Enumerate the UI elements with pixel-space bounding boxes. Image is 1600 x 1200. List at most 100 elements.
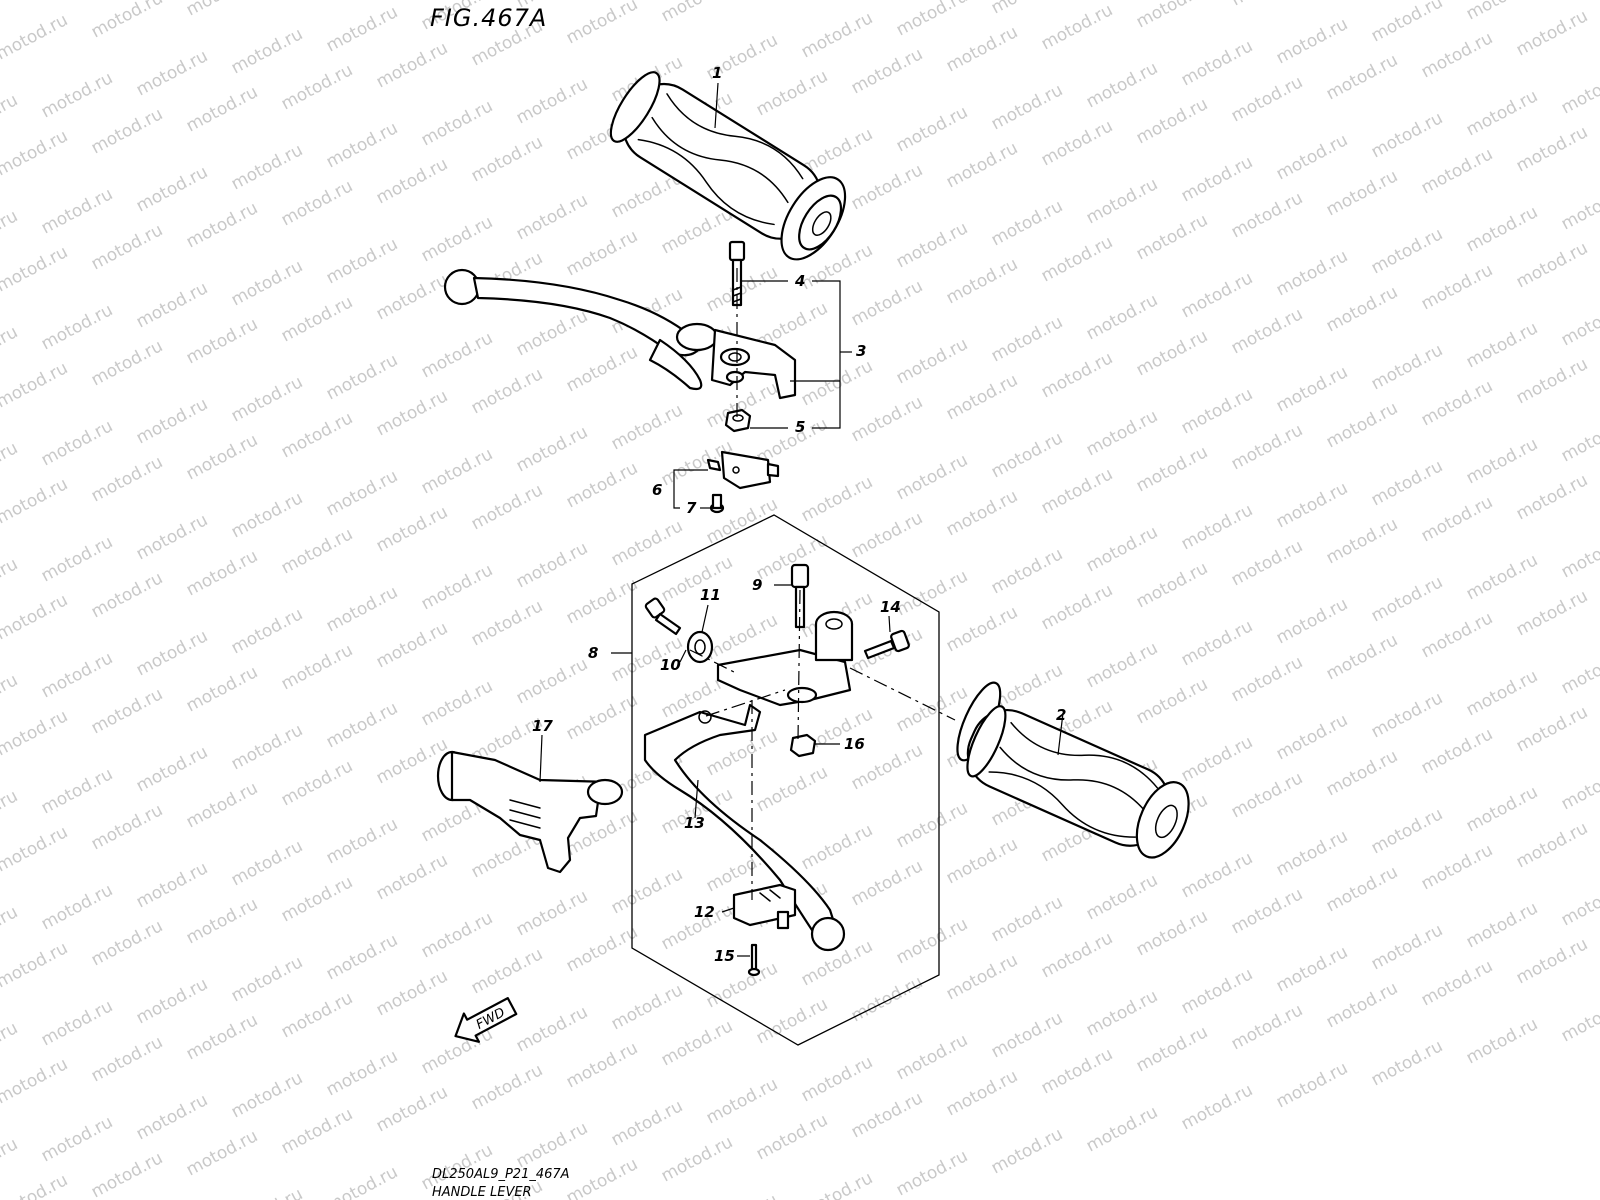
callout-5: 5 [795,418,805,436]
callout-16: 16 [844,735,865,753]
watermark-text: motod.ru [88,336,166,390]
watermark-text: motod.ru [183,778,261,832]
watermark-text: motod.ru [183,82,261,136]
watermark-text: motod.ru [1513,122,1591,176]
watermark-text: motod.ru [1418,260,1496,314]
watermark-text: motod.ru [943,22,1021,76]
part-1-throttle-grip [609,71,847,261]
watermark-text: motod.ru [133,278,211,332]
callout-6: 6 [652,481,662,499]
watermark-text: motod.ru [1133,326,1211,380]
watermark-text: motod.ru [513,1118,591,1172]
watermark-text: motod.ru [1323,50,1401,104]
watermark-text: motod.ru [798,472,876,526]
callout-11: 11 [700,586,721,604]
watermark-text: motod.ru [0,322,21,376]
watermark-text: motod.ru [1178,616,1256,670]
watermark-text: motod.ru [563,1038,641,1092]
watermark-text: motod.ru [1323,862,1401,916]
watermark-text: motod.ru [753,66,831,120]
watermark-text: motod.ru [1418,840,1496,894]
watermark-text: motod.ru [1368,688,1446,742]
watermark-text: motod.ru [183,1010,261,1064]
watermark-text: motod.ru [848,160,926,214]
watermark-text: motod.ru [1133,906,1211,960]
watermark-text: motod.ru [468,132,546,186]
watermark-text: motod.ru [1228,72,1306,126]
watermark-text: motod.ru [1228,0,1306,10]
watermark-text: motod.ru [753,0,831,4]
watermark-text: motod.ru [183,662,261,716]
watermark-text: motod.ru [1323,746,1401,800]
watermark-text: motod.ru [1513,586,1591,640]
watermark-text: motod.ru [38,1112,116,1166]
watermark-text: motod.ru [0,438,21,492]
watermark-text: motod.ru [183,198,261,252]
watermark-text: motod.ru [133,1090,211,1144]
watermark-text: motod.ru [988,892,1066,946]
watermark-text: motod.ru [0,590,71,644]
assembly-line-grip [849,667,956,721]
watermark-text: motod.ru [228,488,306,542]
part-17-cover [436,750,624,874]
watermark-text: motod.ru [608,516,686,570]
watermark-text: motod.ru [1463,550,1541,604]
watermark-text: motod.ru [893,334,971,388]
part-6-switch [706,450,780,490]
part-15-screw [747,943,761,977]
watermark-text: motod.ru [1273,826,1351,880]
watermark-text: motod.ru [323,118,401,172]
watermark-text: motod.ru [1038,928,1116,982]
watermark-text: motod.ru [1178,268,1256,322]
watermark-text: motod.ru [893,914,971,968]
part-7-screw [709,493,725,514]
watermark-text: motod.ru [848,508,926,562]
watermark-text: motod.ru [1463,0,1541,24]
watermark-text: motod.ru [38,532,116,586]
watermark-text: motod.ru [323,1162,401,1200]
watermark-text: motod.ru [893,1146,971,1200]
watermark-text: motod.ru [38,880,116,934]
watermark-text: motod.ru [373,38,451,92]
watermark-text: motod.ru [278,524,356,578]
watermark-text: motod.ru [278,872,356,926]
watermark-text: motod.ru [563,0,641,48]
watermark-text: motod.ru [468,480,546,534]
callout-15: 15 [714,947,735,965]
watermark-text: motod.ru [0,554,21,608]
watermark-text: motod.ru [1463,898,1541,952]
watermark-text: motod.ru [1368,340,1446,394]
watermark-text: motod.ru [1083,174,1161,228]
watermark-text: motod.ru [133,394,211,448]
watermark-text: motod.ru [608,400,686,454]
watermark-text: motod.ru [1418,956,1496,1010]
callout-10: 10 [660,656,681,674]
watermark-text: motod.ru [0,1134,21,1188]
watermark-text: motod.ru [753,762,831,816]
callout-1: 1 [712,64,722,82]
watermark-text: motod.ru [893,0,971,40]
watermark-text: motod.ru [88,916,166,970]
watermark-text: motod.ru [1368,920,1446,974]
watermark-text: motod.ru [1558,64,1600,118]
watermark-text: motod.ru [1558,876,1600,930]
watermark-text: motod.ru [1228,1000,1306,1054]
watermark-text: motod.ru [133,510,211,564]
watermark-text: motod.ru [943,486,1021,540]
watermark-text: motod.ru [1178,384,1256,438]
watermark-text: motod.ru [943,602,1021,656]
watermark-text: motod.ru [278,408,356,462]
watermark-text: motod.ru [1133,94,1211,148]
watermark-text: motod.ru [1513,934,1591,988]
watermark-text: motod.ru [1133,1022,1211,1076]
watermark-text: motod.ru [0,786,21,840]
watermark-text: motod.ru [323,582,401,636]
watermark-text: motod.ru [1368,1036,1446,1090]
watermark-text: motod.ru [1463,1014,1541,1068]
watermark-text: motod.ru [848,972,926,1026]
watermark-text: motod.ru [183,314,261,368]
watermark-text: motod.ru [468,1060,546,1114]
watermark-text: motod.ru [38,184,116,238]
watermark-text: motod.ru [228,1068,306,1122]
watermark-text: motod.ru [658,552,736,606]
